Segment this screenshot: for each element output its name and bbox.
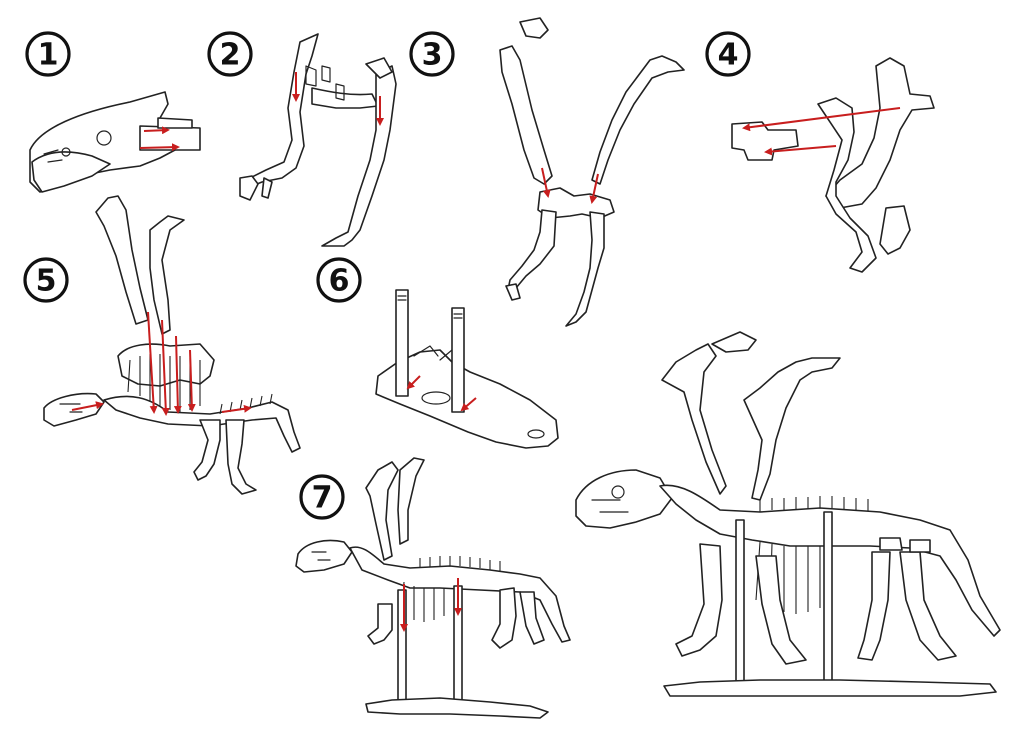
step-5-arrow-skull [71,401,104,411]
svg-text:5: 5 [36,264,57,299]
step-6-stand-base [375,289,559,449]
step-1-label: 1 [25,31,71,77]
svg-text:3: 3 [422,38,443,73]
step-7-final-mount [295,457,571,719]
step-6-arrow-left [406,375,421,390]
step-3-label: 3 [409,31,455,77]
step-7-label: 7 [299,474,345,520]
step-5-label: 5 [23,257,69,303]
step-6-label: 6 [316,257,362,303]
step-4-arrow-upper [742,107,901,132]
step-4-front-legs [731,57,935,273]
svg-text:1: 1 [38,38,59,73]
step-1-arrow-upper [143,126,170,135]
step-5-arrow-tail [221,404,252,413]
step-5-arrow-1 [147,311,158,414]
step-3-arrow-left [541,167,551,198]
step-5-arrow-3 [173,335,182,414]
step-4-label: 4 [705,31,751,77]
step-5-arrow-4 [187,349,196,412]
svg-text:2: 2 [220,38,241,73]
step-3-wings-assembly [499,17,685,327]
step-3-arrow-right [589,173,599,204]
svg-text:6: 6 [329,264,350,299]
step-1-skull-assembly [29,91,201,193]
step-2-hind-legs [239,33,397,247]
step-6-arrow-right [460,397,477,412]
step-5-arrow-2 [161,319,170,416]
svg-text:7: 7 [312,481,333,516]
step-5-body-assembly [43,195,301,495]
step-4-arrow-lower [764,145,837,156]
svg-text:4: 4 [718,38,739,73]
step-1-arrow-lower [139,143,180,152]
step-2-label: 2 [207,31,253,77]
completed-dragon-model [575,331,1001,697]
